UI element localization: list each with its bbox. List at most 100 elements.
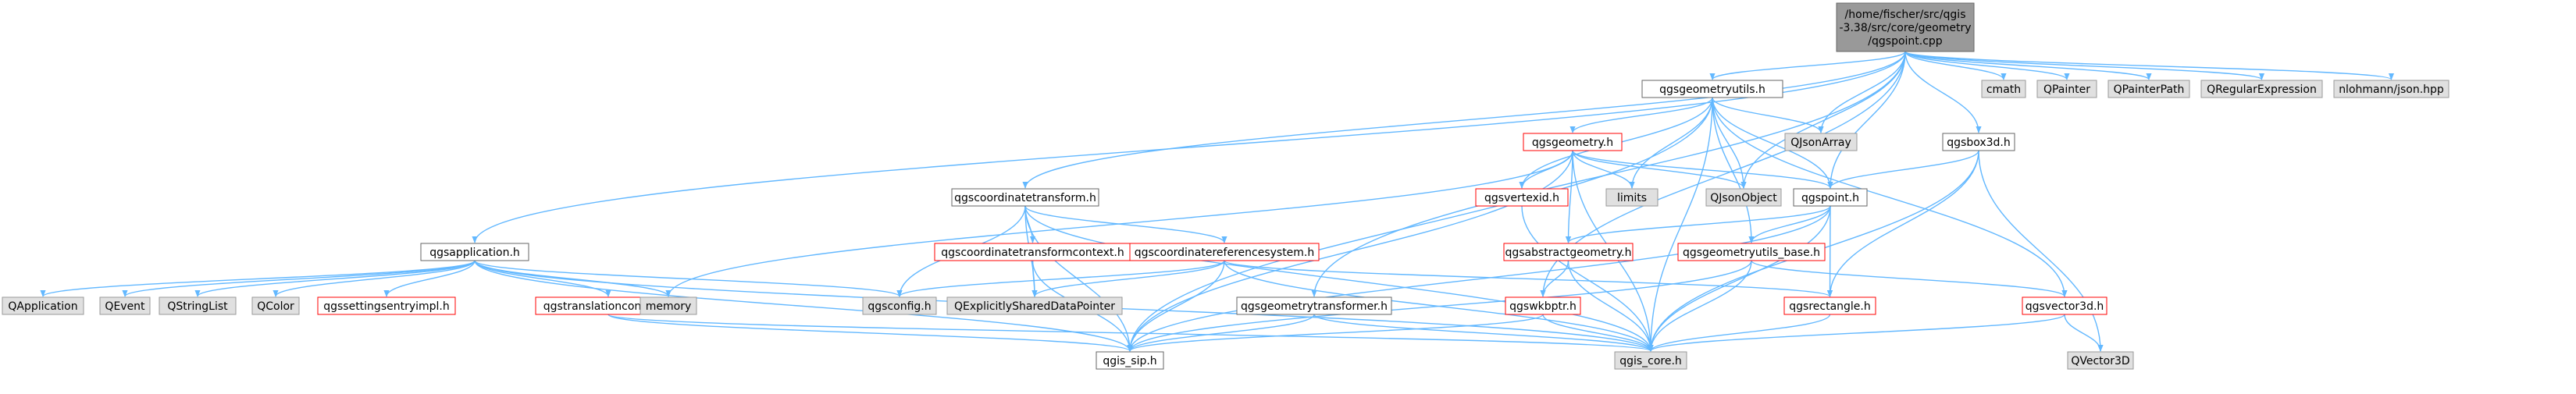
node-box — [1523, 133, 1623, 151]
node-label: QJsonArray — [1790, 137, 1851, 149]
node-geometryutils[interactable]: qgsgeometryutils.h — [1641, 80, 1783, 98]
node-qapplication[interactable]: QApplication — [2, 296, 84, 315]
edge-geometryutils-to-geometry — [1569, 97, 1713, 133]
node-qjsonobject[interactable]: QJsonObject — [1705, 188, 1782, 207]
edge-root-to-box3d — [1904, 51, 1982, 133]
node-box3d[interactable]: qgsbox3d.h — [1942, 133, 2015, 151]
edge-geometryutils-to-core — [1648, 97, 1713, 352]
edge-geometryutils-to-qjsonarray — [1712, 97, 1824, 133]
node-qevent[interactable]: QEvent — [99, 296, 151, 315]
edge-point-to-rectangle — [1826, 205, 1833, 297]
edge-application-to-sip — [474, 260, 1133, 352]
edge-geometryutils-to-point — [1712, 97, 1833, 189]
edge-root-to-geometryutils — [1709, 51, 1906, 80]
node-json[interactable]: nlohmann/json.hpp — [2333, 80, 2450, 98]
node-cmath[interactable]: cmath — [1981, 80, 2026, 98]
node-label: QExplicitlySharedDataPointer — [954, 300, 1115, 313]
node-core[interactable]: qgis_core.h — [1614, 351, 1687, 370]
node-qpainter[interactable]: QPainter — [2036, 80, 2097, 98]
node-box — [2036, 80, 2097, 98]
node-application[interactable]: qgsapplication.h — [420, 243, 529, 261]
node-limits[interactable]: limits — [1605, 188, 1659, 207]
node-box — [1505, 296, 1581, 315]
edge-vertexid-to-core — [1521, 205, 1654, 352]
edge-geometryutilsbase-to-vector3d — [1751, 260, 2068, 297]
node-abstractgeometry[interactable]: qgsabstractgeometry.h — [1503, 243, 1634, 261]
node-label: qgsgeometrytransformer.h — [1241, 300, 1388, 313]
edge-coordtransform-to-sip — [1024, 205, 1133, 352]
node-settingsentryimpl[interactable]: qgssettingsentryimpl.h — [317, 296, 456, 315]
node-label: QPainterPath — [2114, 83, 2185, 96]
node-label: qgis_core.h — [1619, 355, 1682, 367]
node-label: QStringList — [167, 300, 228, 313]
node-box — [1605, 188, 1659, 207]
node-qstringlist[interactable]: QStringList — [159, 296, 237, 315]
node-label: qgsabstractgeometry.h — [1505, 247, 1631, 259]
node-geometryutilsbase[interactable]: qgsgeometryutils_base.h — [1677, 243, 1826, 261]
node-coordtransformcontext[interactable]: qgscoordinatetransformcontext.h — [934, 243, 1131, 261]
edge-geometry-to-limits — [1572, 150, 1635, 189]
edge-box3d-to-point — [1827, 150, 1979, 189]
edge-crs-to-config — [896, 260, 1225, 297]
edge-point-to-geometryutilsbase — [1748, 205, 1831, 243]
node-root[interactable]: /home/fischer/src/qgis-3.38/src/core/geo… — [1836, 2, 1975, 52]
edge-geometryutils-to-qjsonobject — [1712, 97, 1747, 189]
edge-application-to-qapplication — [40, 260, 476, 297]
node-box — [1784, 133, 1858, 151]
edge-root-to-json — [1904, 51, 2394, 80]
edge-point-to-sip — [1127, 205, 1831, 352]
node-qpainterpath[interactable]: QPainterPath — [2107, 80, 2190, 98]
edge-crs-to-sip — [1127, 260, 1225, 352]
edge-application-to-qevent — [122, 260, 476, 297]
node-box — [1641, 80, 1783, 98]
node-label: qgsgeometryutils_base.h — [1683, 247, 1820, 259]
node-box — [946, 296, 1123, 315]
node-box — [951, 188, 1099, 207]
node-label: QRegularExpression — [2207, 83, 2317, 96]
node-label: qgswkbptr.h — [1509, 300, 1577, 313]
node-label: QVector3D — [2071, 355, 2129, 367]
node-label: qgsgeometryutils.h — [1659, 83, 1765, 96]
edge-root-to-qpainterpath — [1904, 51, 2152, 80]
node-point[interactable]: qgspoint.h — [1793, 188, 1868, 207]
node-box — [1783, 296, 1876, 315]
node-qesdp[interactable]: QExplicitlySharedDataPointer — [946, 296, 1123, 315]
node-qcolor[interactable]: QColor — [251, 296, 300, 315]
node-label: QPainter — [2043, 83, 2090, 96]
node-box — [159, 296, 237, 315]
node-vertexid[interactable]: qgsvertexid.h — [1475, 188, 1569, 207]
node-label: cmath — [1986, 83, 2021, 96]
node-label: /qgspoint.cpp — [1868, 35, 1943, 48]
node-wkbptr[interactable]: qgswkbptr.h — [1505, 296, 1581, 315]
node-config[interactable]: qgsconfig.h — [862, 296, 937, 315]
edge-geometry-to-point — [1572, 150, 1833, 189]
node-label: qgscoordinatetransformcontext.h — [941, 247, 1124, 259]
node-qjsonarray[interactable]: QJsonArray — [1784, 133, 1858, 151]
node-sip[interactable]: qgis_sip.h — [1096, 351, 1164, 370]
node-box — [420, 243, 529, 261]
edge-root-to-point — [1827, 51, 1906, 189]
node-box — [1793, 188, 1868, 207]
node-box — [2022, 296, 2107, 315]
node-box — [1614, 351, 1687, 370]
node-box — [1475, 188, 1569, 207]
node-rectangle[interactable]: qgsrectangle.h — [1783, 296, 1876, 315]
node-vector3d[interactable]: qgsvector3d.h — [2022, 296, 2107, 315]
node-label: qgsbox3d.h — [1947, 137, 2011, 149]
node-geometry[interactable]: qgsgeometry.h — [1523, 133, 1623, 151]
node-qvector3d[interactable]: QVector3D — [2067, 351, 2134, 370]
node-box — [2333, 80, 2450, 98]
node-geometrytransformer[interactable]: qgsgeometrytransformer.h — [1236, 296, 1392, 315]
node-coordtransform[interactable]: qgscoordinatetransform.h — [951, 188, 1099, 207]
node-box — [1236, 296, 1392, 315]
node-box — [1096, 351, 1164, 370]
node-memory[interactable]: memory — [640, 296, 697, 315]
node-crs[interactable]: qgscoordinatereferencesystem.h — [1129, 243, 1320, 261]
node-box — [2107, 80, 2190, 98]
edge-geometrytransformer-to-sip — [1127, 314, 1315, 352]
node-qregularexpression[interactable]: QRegularExpression — [2200, 80, 2323, 98]
node-box — [862, 296, 937, 315]
edge-wkbptr-to-core — [1542, 314, 1654, 352]
node-label: qgsconfig.h — [868, 300, 931, 313]
edge-geometryutils-to-sip — [1127, 97, 1713, 352]
